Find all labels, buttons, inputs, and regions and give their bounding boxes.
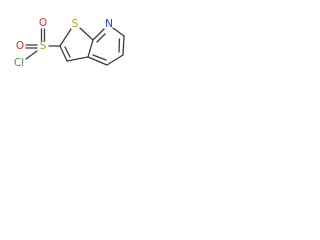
bond-c6-c5-inner: [118, 38, 121, 53]
bond-c4-c3a-inner: [92, 54, 107, 61]
bond-c3-c2-inner: [64, 46, 71, 58]
bond-c3-c2: [59, 45, 68, 62]
bond-c3a-c3: [66, 56, 89, 62]
chlorine-atom-label: Cl: [14, 57, 24, 69]
sulfonyl-sulfur-atom-label: S: [40, 40, 47, 52]
bond-c6-c5: [122, 35, 125, 56]
bond-cl-s: [25, 50, 38, 60]
ring-nitrogen-atom-label: N: [105, 18, 113, 30]
ring-sulfur-atom-label: S: [72, 18, 79, 30]
oxygen-top-atom-label: O: [39, 17, 47, 29]
atom-labels: Cl S O O S N: [14, 17, 113, 69]
bond-c2-s1: [59, 28, 72, 47]
bond-c4-c3a: [87, 56, 108, 66]
bond-c5-c4: [106, 54, 124, 66]
bond-c7a-n: [92, 28, 105, 41]
molecule-structure: Cl S O O S N: [14, 17, 125, 69]
bond-c7a-n-inner: [96, 33, 106, 43]
bond-n-c6: [112, 27, 125, 37]
bond-s1-c7a: [79, 27, 94, 41]
oxygen-left-atom-label: O: [16, 40, 24, 52]
bond-c7a-c3a: [87, 39, 94, 58]
bonds: [25, 27, 125, 66]
